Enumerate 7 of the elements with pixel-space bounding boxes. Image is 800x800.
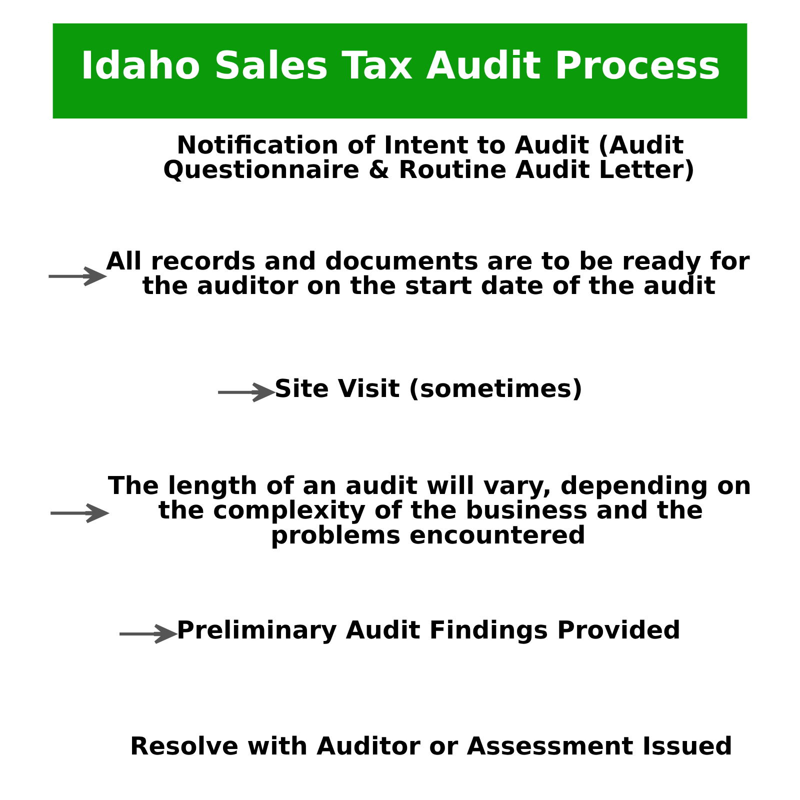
node-text: All records and documents are to be ready for the auditor on the start date of the audit	[106, 246, 750, 300]
node-text: Site Visit (sometimes)	[274, 374, 583, 403]
node-text: Resolve with Auditor or Assessment Issued	[130, 732, 733, 761]
node-text: Preliminary Audit Findings Provided	[176, 616, 681, 645]
diagram-title: Idaho Sales Tax Audit Process	[80, 44, 721, 88]
node-text: Notification of Intent to Audit (Audit Questionnaire & Routine Audit Letter)	[163, 130, 696, 184]
node-text: The length of an audit will vary, depending on the complexity of the business and the problems encountered	[108, 470, 752, 550]
